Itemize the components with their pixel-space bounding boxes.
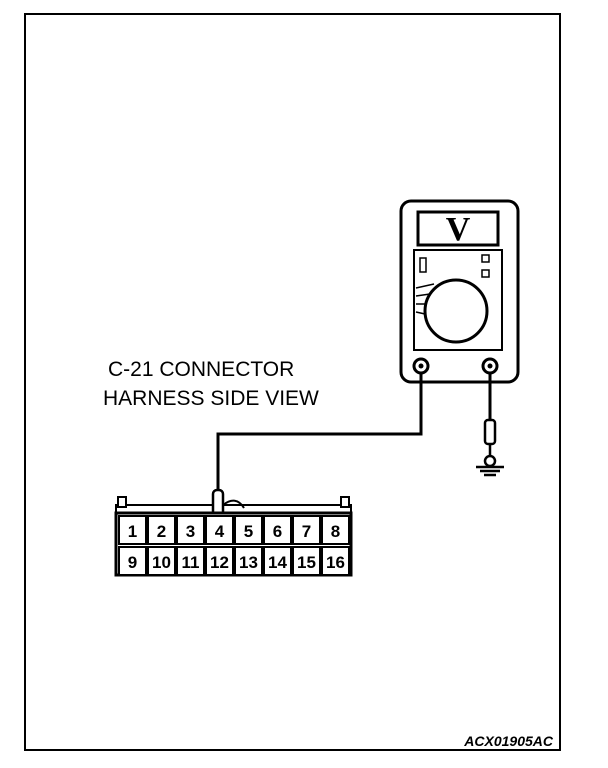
probe-clip [483, 418, 497, 446]
meter-display [416, 210, 500, 247]
pin-cell-12 [205, 546, 234, 576]
pin-label-9: 9 [128, 553, 137, 572]
pin-label-14: 14 [268, 553, 287, 572]
ground-symbol-icon [476, 373, 504, 477]
pin-label-5: 5 [244, 522, 253, 541]
pin-label-16: 16 [326, 553, 345, 572]
connector-title: C-21 CONNECTOR [108, 358, 294, 381]
pin-label-7: 7 [302, 522, 311, 541]
pin-label-8: 8 [331, 522, 340, 541]
pin-cell-4 [205, 515, 234, 545]
pin-label-10: 10 [152, 553, 171, 572]
voltmeter-icon: V [399, 199, 520, 384]
pin-cell-13 [234, 546, 263, 576]
connector-subtitle: HARNESS SIDE VIEW [103, 387, 319, 410]
meter-display-unit: V [446, 211, 471, 248]
connector-tab-right [340, 496, 350, 508]
connector-tab-left [117, 496, 127, 508]
pin-cell-8 [321, 515, 350, 545]
pin-cell-3 [176, 515, 205, 545]
meter-dial [423, 278, 489, 344]
pin-cell-9 [118, 546, 147, 576]
pin-label-6: 6 [273, 522, 282, 541]
pin-cell-7 [292, 515, 321, 545]
meter-button-bottom [481, 269, 490, 278]
probe-lead [216, 373, 423, 492]
pin-label-12: 12 [210, 553, 229, 572]
pin-cell-2 [147, 515, 176, 545]
pin-label-11: 11 [182, 553, 200, 572]
pin-cell-11 [176, 546, 205, 576]
meter-button-top [481, 254, 490, 263]
pin-label-4: 4 [215, 522, 225, 541]
pin-cell-14 [263, 546, 292, 576]
pin-cell-16 [321, 546, 350, 576]
probe-hook [222, 499, 245, 509]
figure-code: ACX01905AC [463, 733, 554, 749]
pin-label-13: 13 [239, 553, 258, 572]
pin-cell-6 [263, 515, 292, 545]
pin-label-3: 3 [186, 522, 195, 541]
pin-cell-10 [147, 546, 176, 576]
pin-cell-15 [292, 546, 321, 576]
meter-switch [419, 257, 427, 273]
pin-cell-5 [234, 515, 263, 545]
meter-panel [413, 249, 503, 351]
pin-label-15: 15 [297, 553, 316, 572]
pin-label-1: 1 [128, 522, 137, 541]
pin-label-2: 2 [157, 522, 166, 541]
diagram-frame [24, 13, 561, 751]
pin-cell-1 [118, 515, 147, 545]
